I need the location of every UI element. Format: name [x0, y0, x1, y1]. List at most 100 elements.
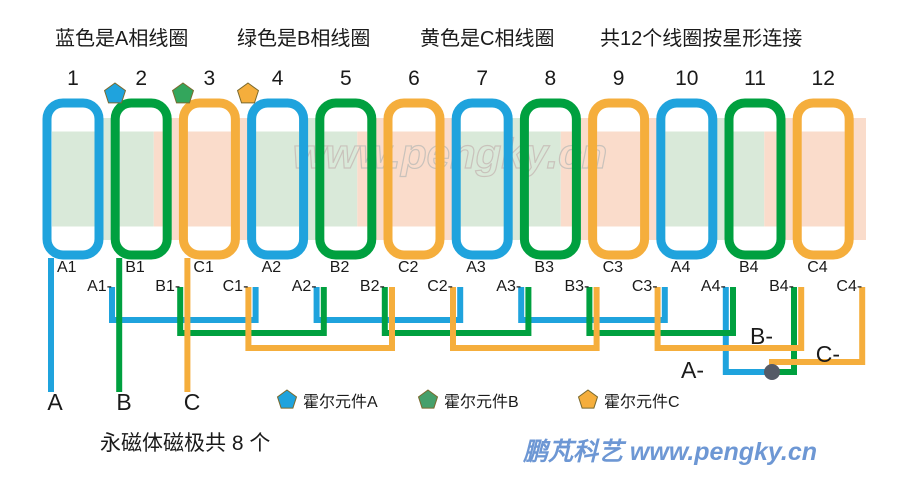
coil-outline-c9[interactable]: [588, 98, 650, 260]
wire-link-A2: [313, 287, 464, 323]
coil-window-bottom: [801, 226, 845, 251]
wire-link-A1: [109, 287, 259, 323]
coil-window-bottom: [51, 226, 95, 251]
coil-group: [42, 98, 854, 260]
coil-window-top: [597, 107, 641, 132]
terminal-minus-C1: C1-: [223, 278, 249, 295]
terminal-minus-A2: A2-: [292, 278, 317, 295]
terminal-minus-B3: B3-: [564, 278, 589, 295]
coil-window-bottom: [597, 226, 641, 251]
coil-window-top: [119, 107, 163, 132]
coil-window-bottom: [187, 226, 231, 251]
coil-window-top: [801, 107, 845, 132]
coil-outline-c3[interactable]: [178, 98, 240, 260]
branding: 鹏芃科艺 www.pengky.cn: [522, 438, 817, 466]
header-phrase-1: 蓝色是A相线圈: [55, 27, 188, 50]
terminal-plus-A1: A1: [57, 259, 77, 276]
terminal-plus-A4: A4: [671, 259, 691, 276]
magnet-pole-note-text: 永磁体磁极共 8 个: [100, 432, 270, 455]
coil-number-8: 8: [545, 67, 557, 90]
coil-window-top: [187, 107, 231, 132]
terminal-minus-C4: C4-: [836, 278, 862, 295]
coil-number-5: 5: [340, 67, 352, 90]
coil-window-bottom: [528, 226, 572, 251]
coil-window-bottom: [119, 226, 163, 251]
phase-terminal-A: A: [47, 389, 63, 415]
wire-link-C2: [450, 287, 600, 351]
neutral-point-node: [764, 364, 780, 380]
hall-sensor-marker-C[interactable]: [236, 82, 260, 104]
coil-outline-b11[interactable]: [724, 98, 786, 260]
wire-link-B1: [177, 287, 327, 336]
coil-number-6: 6: [408, 67, 420, 90]
coil-number-10: 10: [675, 67, 698, 90]
wire-link-B2: [381, 287, 532, 336]
coil-window-top: [51, 107, 95, 132]
terminal-plus-B3: B3: [534, 259, 554, 276]
header-phrase-2: 绿色是B相线圈: [237, 27, 370, 50]
wire-link-C1: [245, 287, 395, 351]
coil-window-bottom: [256, 226, 300, 251]
wire-link-C3: [654, 287, 805, 351]
terminal-plus-A2: A2: [262, 259, 282, 276]
terminal-plus-B4: B4: [739, 259, 759, 276]
coil-number-2: 2: [135, 67, 147, 90]
coil-outline-c6[interactable]: [383, 98, 445, 260]
coil-outline-a1[interactable]: [42, 98, 104, 260]
coil-outline-b8[interactable]: [519, 98, 581, 260]
terminal-minus-A1: A1-: [87, 278, 112, 295]
terminal-minus-C3: C3-: [632, 278, 658, 295]
phase-return-Aneg: A-: [681, 357, 704, 383]
phase-return-Cneg: C-: [816, 341, 840, 367]
coil-number-11: 11: [744, 67, 766, 90]
hall-sensor-marker-B[interactable]: [171, 82, 195, 104]
terminal-plus-A3: A3: [466, 259, 486, 276]
terminal-minus-B2: B2-: [360, 278, 385, 295]
legend-label-2: 霍尔元件B: [444, 393, 519, 411]
header-phrase-4: 共12个线圈按星形连接: [600, 27, 802, 50]
terminal-plus-C1: C1: [193, 259, 214, 276]
phase-return-Bneg: B-: [750, 323, 773, 349]
coil-terminal-labels: A1A1-B1B1-C1C1-A2A2-B2B2-C2C2-A3A3-B3B3-…: [57, 259, 862, 295]
coil-number-12: 12: [812, 67, 835, 90]
legend-label-3: 霍尔元件C: [604, 393, 680, 411]
coil-window-bottom: [665, 226, 709, 251]
terminal-minus-A3: A3-: [496, 278, 521, 295]
coil-window-top: [528, 107, 572, 132]
coil-outline-c12[interactable]: [792, 98, 854, 260]
header-phrase-3: 黄色是C相线圈: [420, 27, 554, 50]
legend-marker-3: [577, 389, 599, 409]
terminal-plus-C3: C3: [603, 259, 624, 276]
winding-wiring: [48, 258, 866, 392]
coil-window-bottom: [733, 226, 777, 251]
terminal-minus-C2: C2-: [427, 278, 453, 295]
coil-number-1: 1: [67, 67, 79, 90]
header-legend-row: 蓝色是A相线圈 绿色是B相线圈 黄色是C相线圈 共12个线圈按星形连接: [55, 27, 802, 50]
terminal-minus-A4: A4-: [701, 278, 726, 295]
coil-outline-b2[interactable]: [110, 98, 172, 260]
hall-sensor-marker-A[interactable]: [103, 82, 127, 104]
coil-outline-a4[interactable]: [247, 98, 309, 260]
coil-window-top: [392, 107, 436, 132]
coil-outline-b5[interactable]: [315, 98, 377, 260]
phase-terminal-B: B: [116, 389, 131, 415]
magnet-pole-note: 永磁体磁极共 8 个: [100, 432, 270, 455]
terminal-plus-B1: B1: [125, 259, 145, 276]
coil-window-bottom: [460, 226, 504, 251]
hall-sensor-legend: 霍尔元件A 霍尔元件B 霍尔元件C: [276, 389, 680, 411]
legend-label-1: 霍尔元件A: [303, 393, 378, 411]
legend-marker-1: [276, 389, 298, 409]
coil-window-top: [256, 107, 300, 132]
terminal-plus-C2: C2: [398, 259, 419, 276]
coil-number-9: 9: [613, 67, 625, 90]
terminal-minus-B4: B4-: [769, 278, 794, 295]
coil-outline-a7[interactable]: [451, 98, 513, 260]
hall-sensor-markers: [103, 82, 260, 104]
coil-window-top: [733, 107, 777, 132]
coil-outline-a10[interactable]: [656, 98, 718, 260]
branding-text: 鹏芃科艺 www.pengky.cn: [522, 438, 817, 466]
coil-window-bottom: [324, 226, 368, 251]
